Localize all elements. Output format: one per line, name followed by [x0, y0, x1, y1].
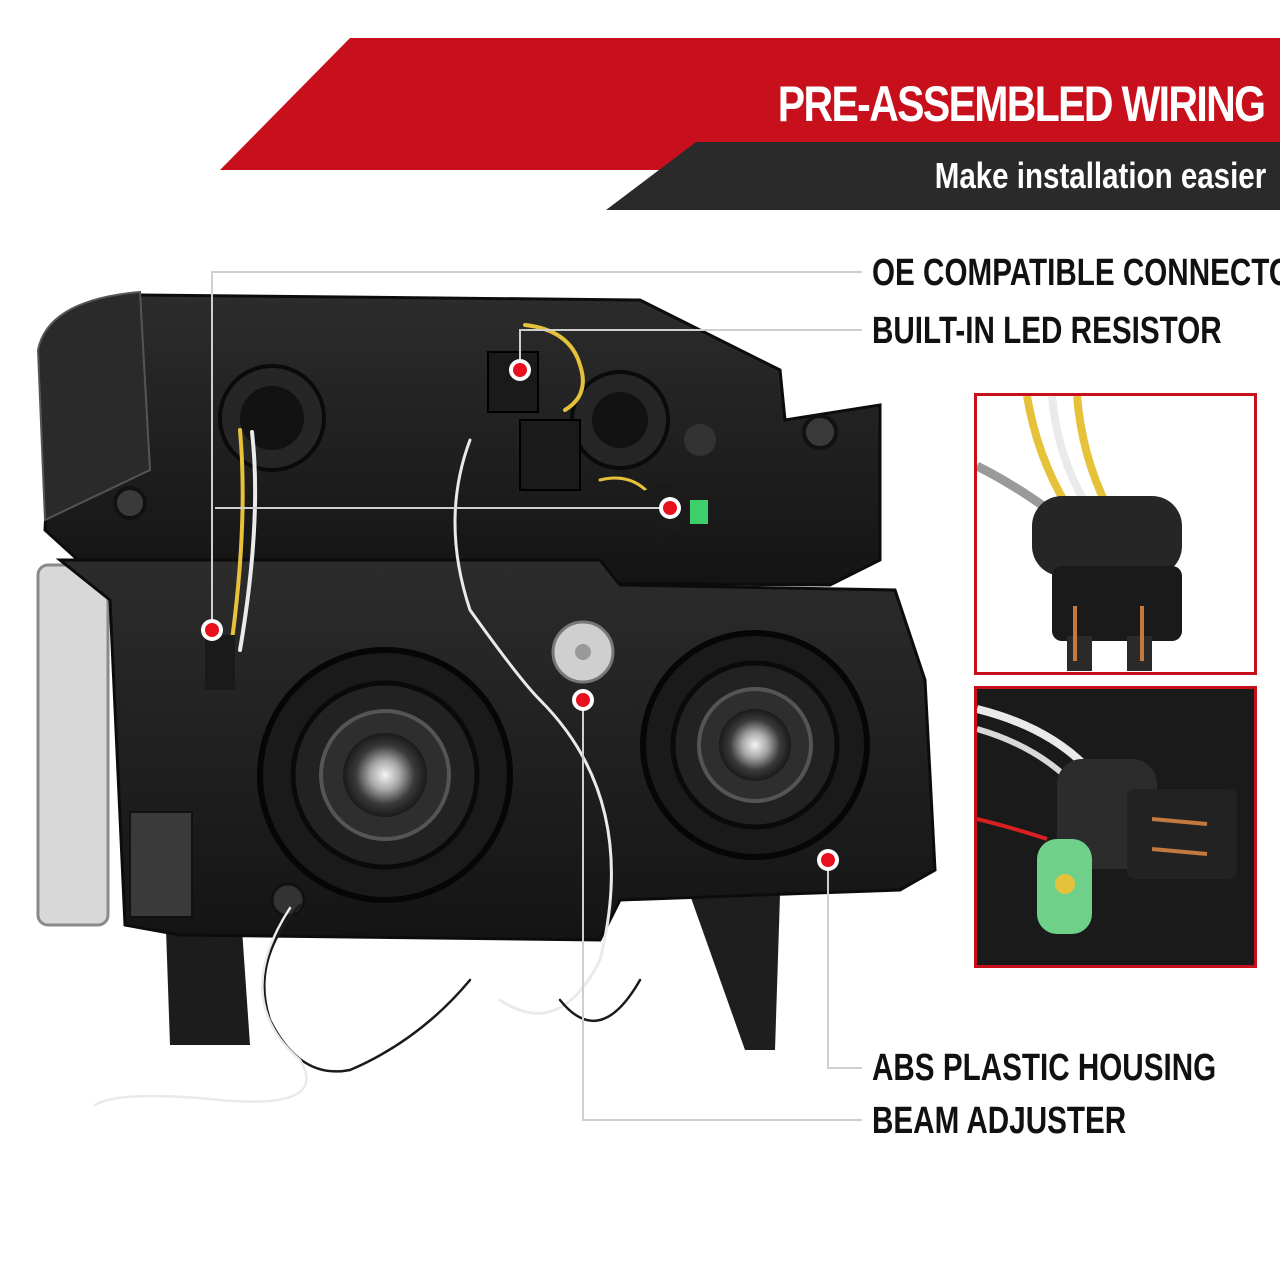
callout-markers	[201, 359, 839, 871]
inset-connector-photo	[974, 393, 1257, 675]
leader-lines	[211, 271, 862, 1121]
callout-beam-adjuster: BEAM ADJUSTER	[872, 1100, 1127, 1142]
side-lens	[36, 563, 110, 927]
callout-oe-connectors: OE COMPATIBLE CONNECTORS	[872, 252, 1280, 294]
subtitle-banner: Make installation easier	[606, 142, 1280, 210]
connector-left	[205, 635, 235, 690]
corner-lamp	[36, 290, 152, 522]
connector-top	[487, 351, 539, 413]
projector-right	[640, 630, 870, 860]
upper-housing	[43, 293, 882, 587]
callout-led-resistor: BUILT-IN LED RESISTOR	[872, 310, 1222, 352]
callout-abs-housing: ABS PLASTIC HOUSING	[872, 1047, 1217, 1089]
subtitle-text: Make installation easier	[934, 155, 1266, 196]
title-text: PRE-ASSEMBLED WIRING	[777, 76, 1265, 132]
projector-left	[257, 647, 513, 903]
inset-resistor-photo	[974, 686, 1257, 968]
resistor	[690, 500, 708, 524]
wiring-harness	[93, 323, 662, 1107]
